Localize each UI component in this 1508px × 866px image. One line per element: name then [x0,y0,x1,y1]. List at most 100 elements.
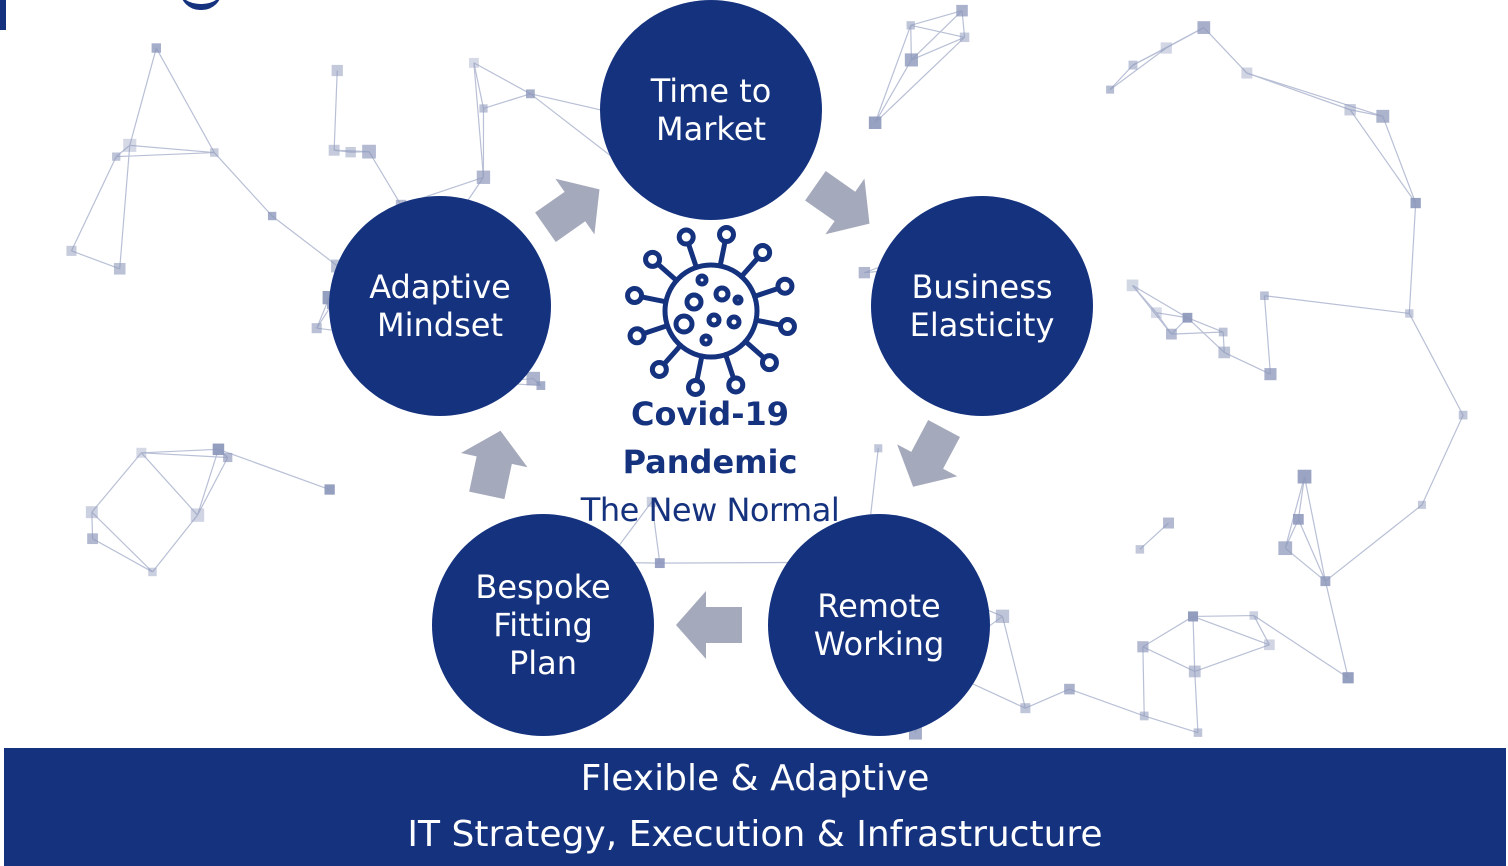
network-node [868,116,882,130]
network-node [1264,639,1275,651]
node-label-line: Business [911,268,1053,306]
network-link [92,538,153,573]
network-node [468,57,479,68]
network-link [71,250,120,270]
virus-spike [752,286,780,299]
network-node [1241,67,1253,79]
network-link [1246,72,1351,111]
network-link [1253,615,1349,679]
network-node [1278,541,1293,556]
network-link [1187,317,1225,353]
network-link [1192,616,1196,672]
network-node [1106,85,1115,94]
center-label-line: The New Normal [580,491,840,529]
network-link [1324,581,1349,678]
network-node [223,452,233,463]
network-link [911,36,965,61]
network-node [331,64,343,77]
virus-spike [753,317,783,328]
virus-spike [742,338,766,360]
network-node [1218,327,1228,337]
network-link [1194,671,1199,733]
network-link [874,36,965,124]
network-node [1410,197,1421,209]
network-node [1126,279,1139,292]
network-node [151,43,161,53]
network-link [1421,414,1464,506]
node-label-line: Fitting [493,606,593,644]
network-node [1064,683,1075,695]
virus-spike-tip [649,359,669,379]
network-node [1166,328,1177,340]
network-node [906,21,915,30]
network-node [136,447,147,458]
network-link [91,452,142,513]
network-node [1458,410,1468,420]
node-time-to-market: Time to Market [600,0,822,220]
network-link [91,511,153,573]
network-node [1139,711,1149,721]
network-link [874,59,912,124]
network-node [85,506,98,519]
virus-spike [717,239,728,269]
center-label-line: Covid-19 [630,395,789,433]
network-link [1297,476,1306,520]
network-link [1142,646,1145,716]
node-label-line: Working [813,625,945,663]
network-link [119,145,131,269]
network-node [525,89,535,99]
network-link [1001,616,1026,709]
network-node [1187,611,1199,622]
node-bespoke-fitting-plan: Bespoke Fitting Plan [432,514,654,736]
node-label-line: Plan [508,644,578,682]
network-link [1408,203,1417,314]
network-node [904,53,918,67]
virus-spike [662,342,684,366]
network-link [1194,644,1270,672]
network-link [1156,312,1188,319]
virus-icon [625,225,797,397]
center-label: Covid-19 Pandemic The New Normal [555,390,865,534]
network-link [151,514,198,573]
network-node [113,262,126,275]
virus-spike [686,242,699,270]
network-link [1171,331,1224,335]
network-node [1137,641,1149,653]
node-business-elasticity: Business Elasticity [871,196,1093,416]
network-link [1325,504,1423,582]
virus-spike-tip [625,286,645,306]
node-label-line: Remote [817,587,941,625]
corner-decoration-arc [180,0,222,10]
network-link [910,24,965,38]
banner-line-1: Flexible & Adaptive [580,758,930,799]
network-node [1264,368,1277,381]
network-node [112,152,121,161]
network-node [1342,672,1354,684]
network-node [1293,513,1304,525]
node-label-line: Adaptive [369,268,511,306]
network-link [1284,476,1306,549]
network-link [1069,688,1145,717]
network-link [1382,116,1417,204]
virus-spike [694,353,705,383]
network-node [1128,60,1138,70]
network-link [1263,295,1272,375]
network-node [345,146,356,158]
network-link [651,501,661,564]
network-node [1249,611,1259,620]
network-link [218,448,330,491]
virus-spike-tip [777,316,797,336]
network-link [140,452,198,516]
network-node [66,245,77,256]
network-link [70,156,117,252]
network-node [646,496,657,507]
network-node [1320,576,1331,587]
network-node [654,558,665,569]
network-link [483,93,531,110]
network-node [1218,346,1231,359]
network-link [1246,72,1383,117]
virus-spike [738,256,760,280]
network-link [1109,47,1167,91]
network-link [1132,284,1188,319]
network-node [1417,500,1427,509]
